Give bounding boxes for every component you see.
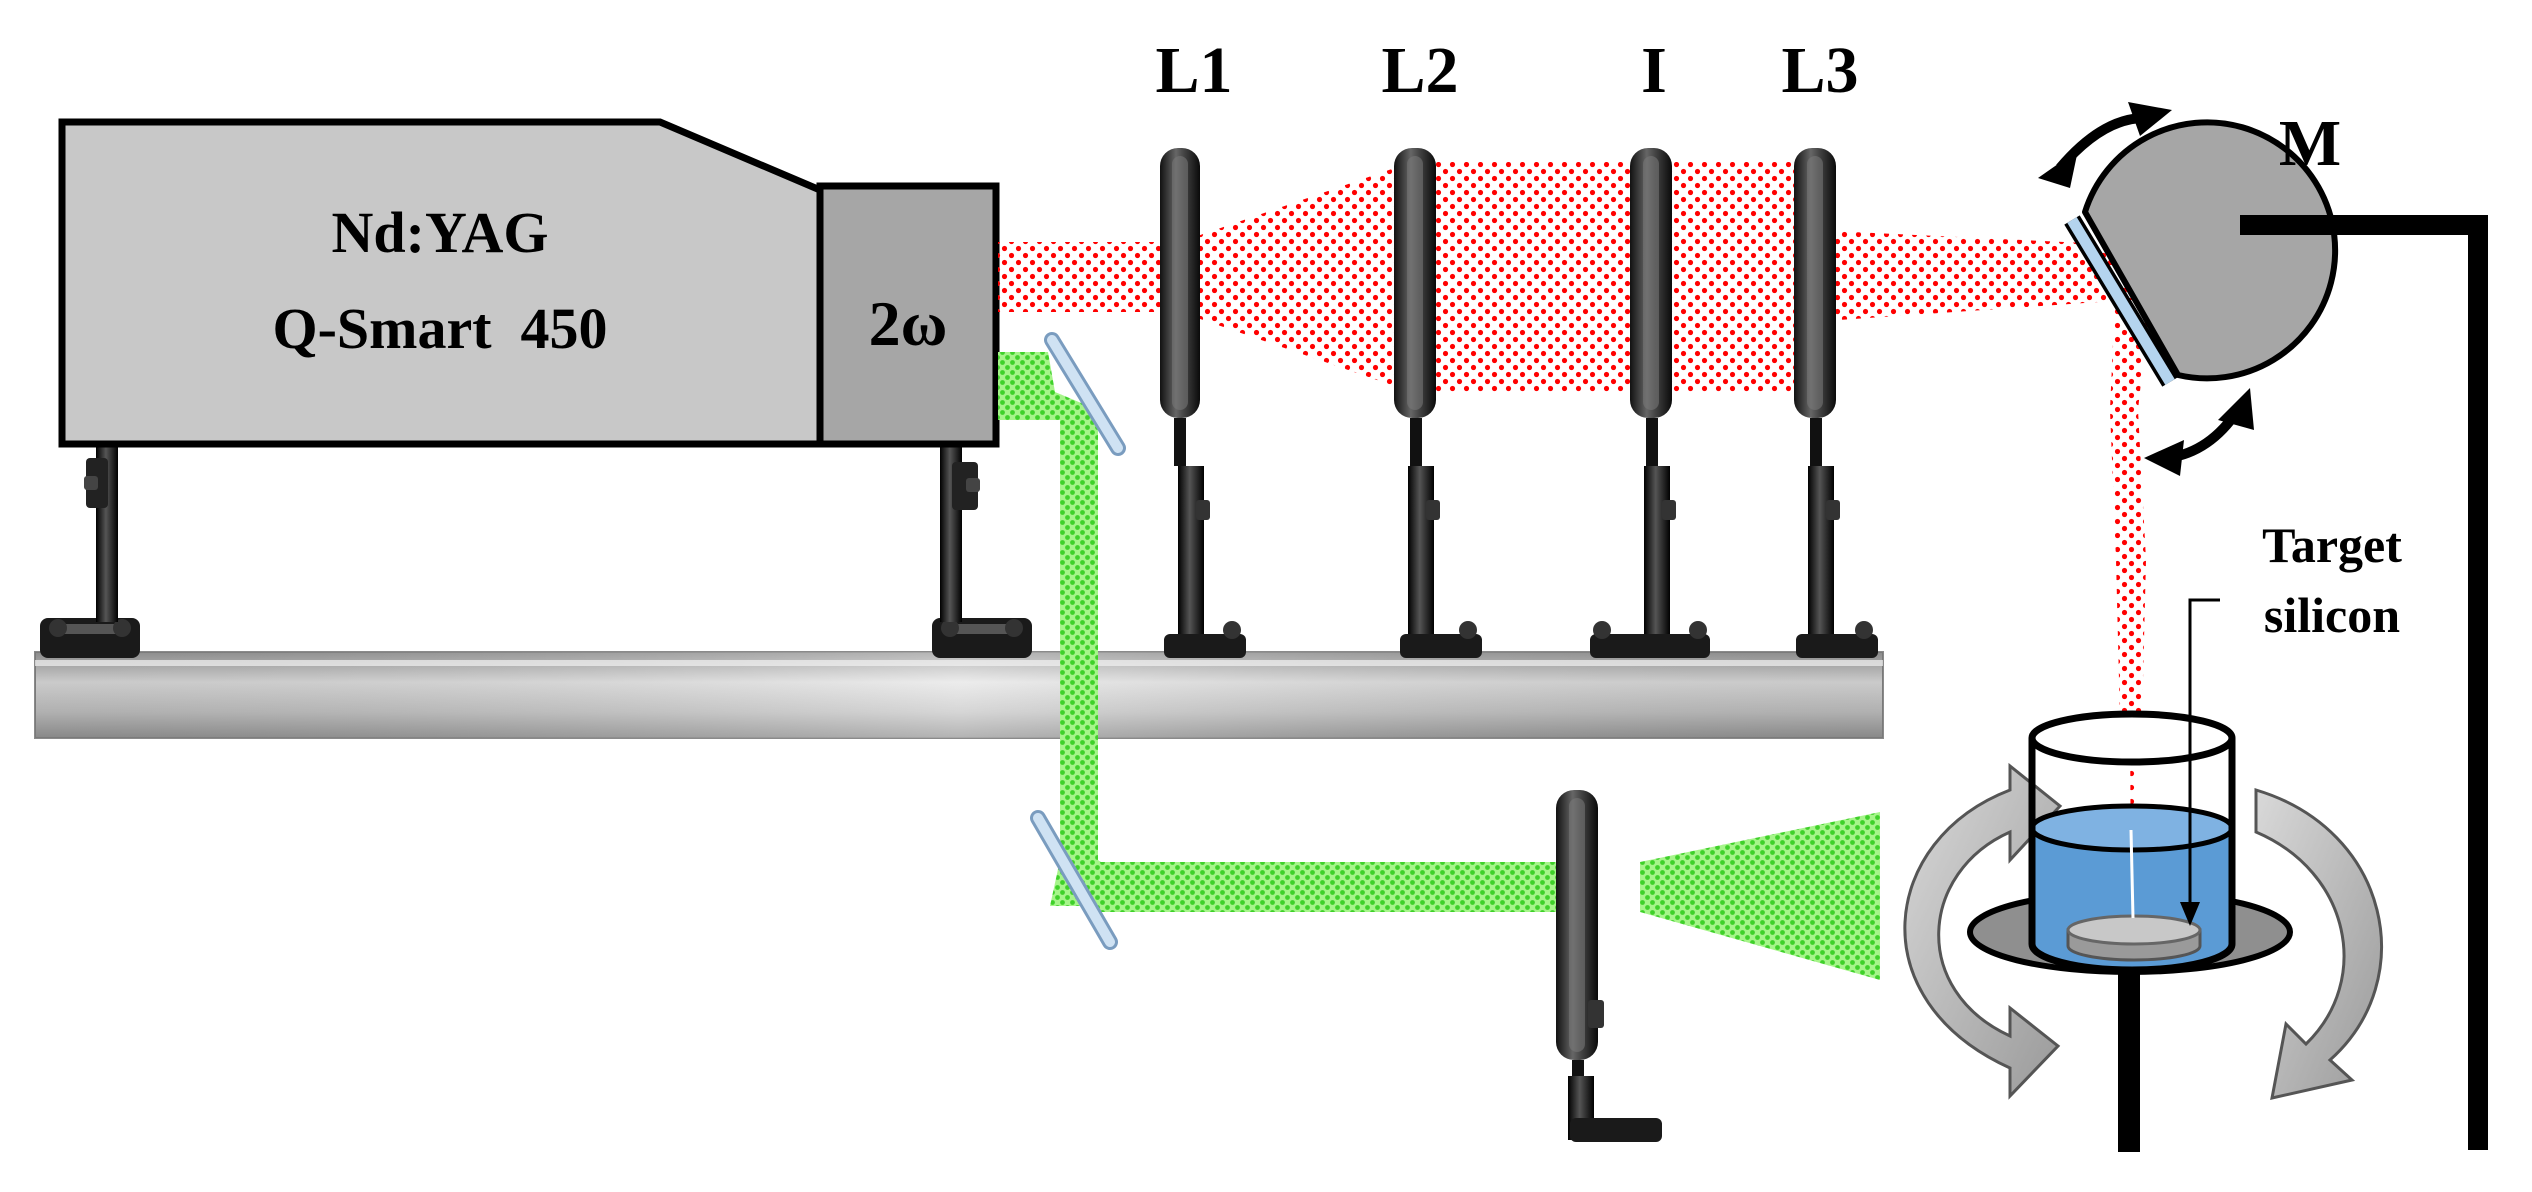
- lens-l1: [1160, 148, 1246, 658]
- mirror-support-arm: [2240, 215, 2488, 1150]
- iris: [1590, 148, 1710, 658]
- laser-post-right: [932, 440, 1032, 658]
- lens-l3: [1794, 148, 1878, 658]
- laser-head: Nd:YAG Q-Smart 450: [58, 118, 824, 448]
- label-target-line1: Target: [2262, 517, 2402, 573]
- tilt-arrow-lower: [2144, 388, 2254, 476]
- turning-mirror-upper: [1044, 332, 1126, 456]
- harmonic-generator: 2ω: [816, 182, 1000, 448]
- harmonic-label: 2ω: [869, 288, 948, 359]
- label-iris: I: [1641, 34, 1667, 107]
- label-target-line2: silicon: [2264, 587, 2400, 643]
- tilt-arrow-upper: [2038, 102, 2172, 188]
- green-beam: [998, 352, 1880, 980]
- label-l2: L2: [1381, 34, 1458, 107]
- laser-name-line2: Q-Smart 450: [272, 296, 607, 361]
- red-beam: [998, 162, 2150, 900]
- rotation-arrow-right: [2254, 787, 2383, 1100]
- label-l1: L1: [1155, 34, 1232, 107]
- beam-in-liquid: [2129, 829, 2135, 919]
- optical-rail: [34, 651, 1884, 739]
- target-pointer-arrow: [2180, 598, 2220, 926]
- lens-green-path: [1556, 790, 1662, 1142]
- rotation-arrow-left: [1903, 762, 2063, 1100]
- silicon-target: [2066, 914, 2202, 962]
- mirror-m: [2064, 119, 2339, 387]
- turning-mirror-lower: [1030, 810, 1118, 950]
- label-mirror: M: [2279, 107, 2341, 180]
- laser-name-line1: Nd:YAG: [331, 200, 548, 265]
- lens-l2: [1394, 148, 1482, 658]
- label-l3: L3: [1781, 34, 1858, 107]
- laser-post-left: [40, 440, 140, 658]
